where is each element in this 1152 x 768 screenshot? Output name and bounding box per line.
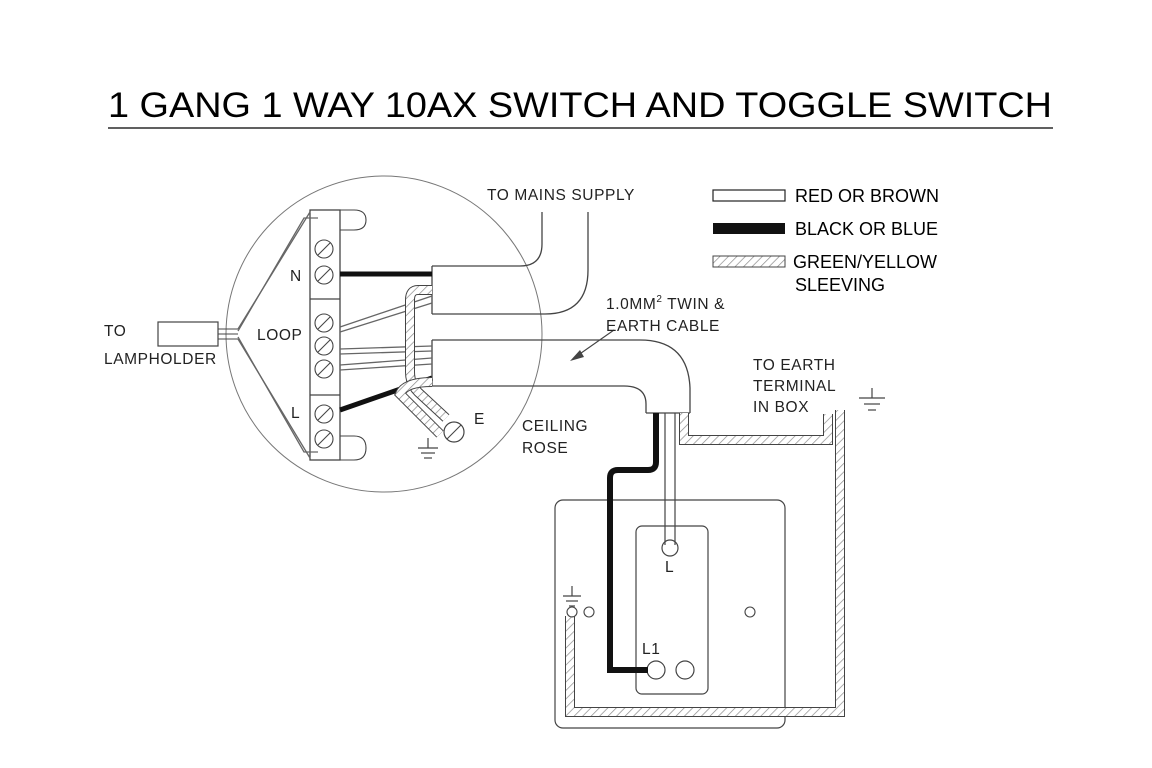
twin-earth-cable (431, 339, 691, 414)
terminal-block (309, 209, 367, 461)
switch-terminal-l2 (675, 660, 695, 680)
earth-symbol-icon (563, 586, 581, 607)
label-rose: ROSE (522, 440, 568, 457)
box-earth-terminal (566, 606, 578, 618)
legend-label-black-blue: BLACK OR BLUE (795, 219, 938, 239)
terminal-screw (314, 313, 334, 333)
terminal-label-live: L (291, 405, 300, 422)
switch-label-l: L (665, 559, 674, 576)
label-terminal: TERMINAL (753, 378, 836, 395)
lampholder-flex (157, 211, 318, 459)
switch-terminal-l1 (646, 660, 666, 680)
box-fixing-hole (583, 606, 595, 618)
label-to-mains-supply: TO MAINS SUPPLY (487, 187, 635, 204)
rose-earth-sleeving (394, 285, 465, 443)
legend: RED OR BROWN BLACK OR BLUE GREEN/YELLOW … (712, 186, 939, 295)
terminal-screw (314, 359, 334, 379)
switch-mechanism (635, 525, 709, 695)
earth-symbol-icon (859, 388, 885, 411)
label-earth: E (474, 411, 485, 428)
label-ceiling: CEILING (522, 418, 588, 435)
terminal-screw (314, 336, 334, 356)
box-fixing-hole (744, 606, 756, 618)
label-to: TO (104, 323, 126, 340)
legend-swatch-black-blue (713, 223, 785, 234)
label-in-box: IN BOX (753, 399, 809, 416)
mains-supply-cable (431, 212, 589, 315)
arrow-head (570, 350, 584, 361)
legend-label-green-yellow: GREEN/YELLOW (793, 252, 937, 272)
legend-swatch-green-yellow (712, 255, 786, 268)
terminal-label-neutral: N (290, 268, 302, 285)
switch-earth-sleeving (679, 413, 833, 445)
terminal-label-loop: LOOP (257, 327, 302, 344)
terminal-screw (314, 239, 334, 259)
earth-symbol-icon (418, 438, 438, 459)
switch-label-l1: L1 (642, 641, 660, 658)
switch-live-wire (664, 413, 676, 545)
label-lampholder: LAMPHOLDER (104, 351, 217, 368)
terminal-screw (314, 265, 334, 285)
terminal-screw (314, 429, 334, 449)
label-to-earth: TO EARTH (753, 357, 836, 374)
label-earth-cable: EARTH CABLE (606, 318, 720, 335)
diagram-title: 1 GANG 1 WAY 10AX SWITCH AND TOGGLE SWIT… (108, 86, 1052, 125)
label-cable-size: 1.0MM2 TWIN & (606, 294, 725, 313)
switch-return-wire (607, 413, 659, 673)
legend-label-red-brown: RED OR BROWN (795, 186, 939, 206)
switch-terminal-l (661, 539, 679, 557)
terminal-screw (314, 404, 334, 424)
legend-label-sleeving: SLEEVING (795, 275, 885, 295)
legend-swatch-red-brown (712, 189, 786, 202)
